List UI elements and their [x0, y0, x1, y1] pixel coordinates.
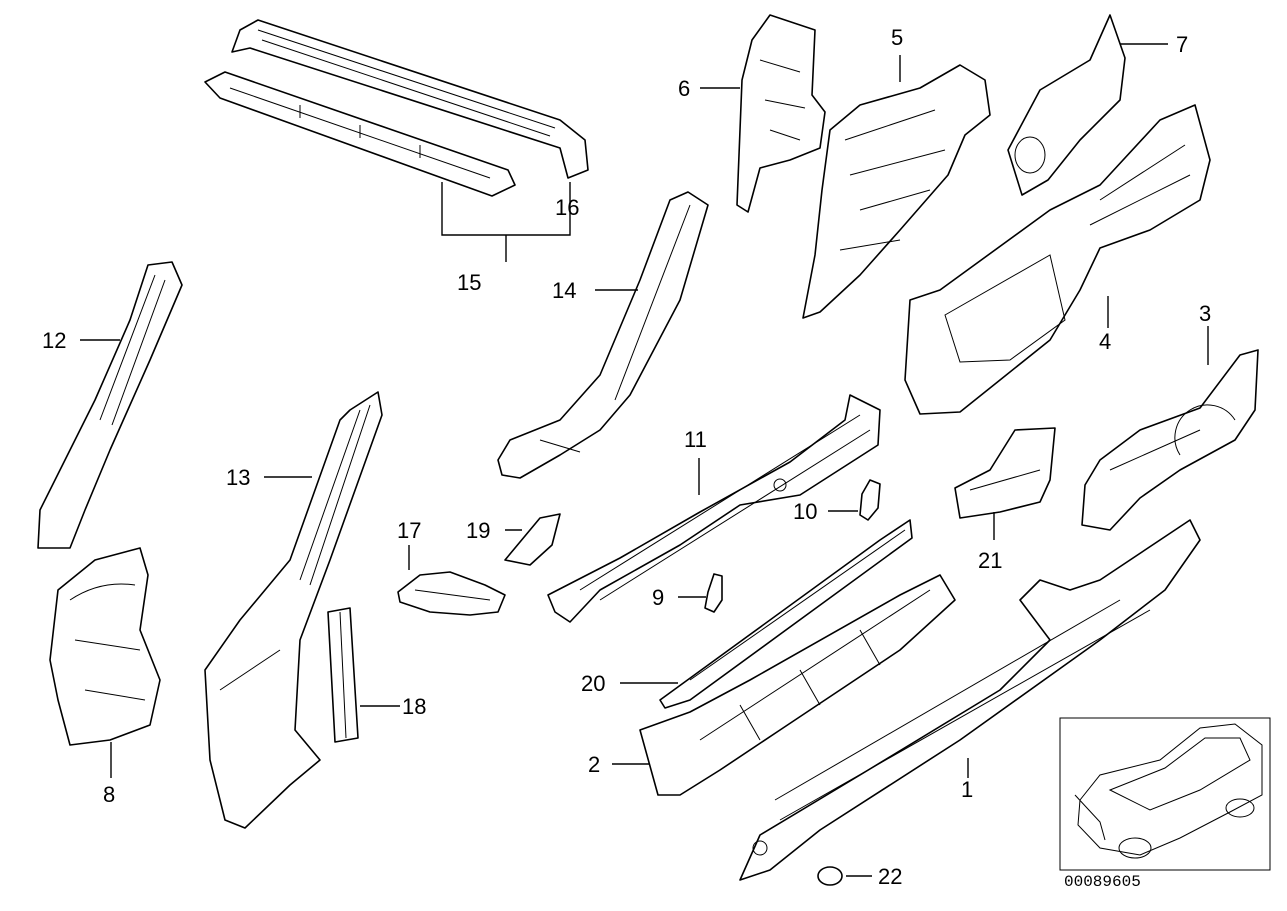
part-14-c-pillar: [497, 191, 709, 479]
callout-2: 2: [588, 752, 600, 777]
callout-4: 4: [1099, 329, 1111, 354]
part-17-bracket: [397, 571, 506, 616]
part-4-side-panel: [904, 104, 1211, 415]
callout-18: 18: [402, 694, 426, 719]
callout-12: 12: [42, 328, 66, 353]
document-number: 00089605: [1064, 873, 1141, 891]
part-6-inner-panel: [736, 14, 826, 213]
callout-labels: 1 2 3 4 5 6 7 8 9 10 11 12 13 14 15 16 1…: [42, 25, 1211, 889]
part-19-gusset: [504, 513, 561, 566]
part-11-sill-inner: [547, 394, 881, 623]
part-3-wheel-arch: [1081, 349, 1259, 531]
part-15-roof-rail-inner: [204, 71, 516, 197]
part-9-clip: [704, 573, 723, 613]
callout-6: 6: [678, 76, 690, 101]
callout-19: 19: [466, 518, 490, 543]
part-8-front-inner-panel: [49, 547, 161, 746]
part-5-wheelhouse-panel: [802, 64, 991, 319]
callout-3: 3: [1199, 301, 1211, 326]
part-7-rear-top-panel: [1007, 14, 1126, 196]
part-21-floor-bracket: [954, 427, 1056, 519]
callout-7: 7: [1176, 32, 1188, 57]
callout-14: 14: [552, 278, 576, 303]
callout-13: 13: [226, 465, 250, 490]
part-13-b-pillar: [204, 391, 383, 829]
callout-22: 22: [878, 864, 902, 889]
callout-1: 1: [961, 777, 973, 802]
callout-15: 15: [457, 270, 481, 295]
callout-20: 20: [581, 671, 605, 696]
callout-16: 16: [555, 195, 579, 220]
callout-21: 21: [978, 548, 1002, 573]
part-12-a-pillar: [37, 261, 183, 549]
part-18-reinforcement: [327, 607, 359, 743]
callout-9: 9: [652, 585, 664, 610]
leader-15-16: [441, 182, 571, 262]
part-2-sill-reinforcement: [639, 574, 956, 796]
callout-10: 10: [793, 499, 817, 524]
part-16-roof-frame: [231, 19, 589, 179]
vehicle-location-thumbnail: [1059, 717, 1271, 871]
part-10-clip: [859, 479, 881, 521]
callout-11: 11: [684, 427, 707, 452]
callout-8: 8: [103, 782, 115, 807]
callout-5: 5: [891, 25, 903, 50]
part-20-sill-strip: [659, 519, 913, 709]
part-22-clip: [817, 866, 843, 886]
callout-17: 17: [397, 518, 421, 543]
part-1-rocker-panel: [739, 519, 1201, 881]
